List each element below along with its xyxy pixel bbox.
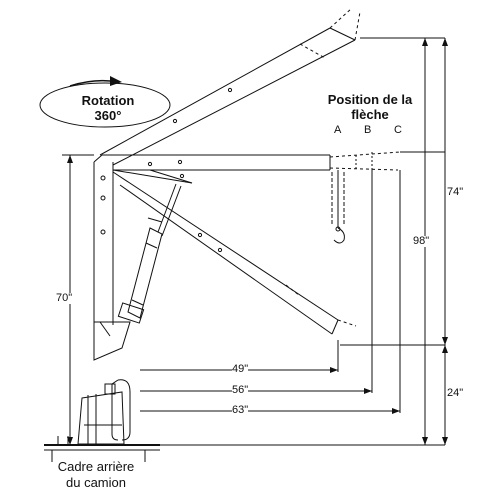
position-b-label: B: [364, 124, 372, 136]
dimension-56-label: 56": [232, 384, 249, 396]
rotation-label: Rotation 360°: [72, 94, 144, 122]
position-c-label: C: [394, 124, 402, 136]
dimension-24-label: 24": [447, 387, 464, 399]
dimension-70-label: 70": [56, 292, 73, 304]
boom-position-a: [102, 152, 400, 183]
truck-frame-label: Cadre arrière du camion: [34, 460, 158, 489]
rotation-line1: Rotation: [81, 93, 135, 108]
pedestal-base: [78, 380, 130, 444]
mast-column: [94, 155, 130, 360]
boom-position-title: Position de la flèche: [320, 93, 420, 121]
hydraulic-cylinder: [118, 184, 181, 323]
dimension-49-label: 49": [232, 363, 249, 375]
position-title-line2: flèche: [351, 107, 389, 122]
dimension-74-label: 74": [447, 186, 464, 198]
truck-frame-line1: Cadre arrière: [57, 459, 135, 474]
rotation-arrow-icon: [40, 76, 170, 127]
position-title-line1: Position de la: [327, 92, 413, 107]
rotation-line2: 360°: [94, 108, 122, 123]
dimension-98-label: 98": [413, 235, 430, 247]
position-a-label: A: [334, 124, 342, 136]
hook-chain: [332, 170, 344, 243]
truck-frame-line2: du camion: [66, 475, 126, 490]
boom-lowered: [113, 172, 356, 334]
dimension-63-label: 63": [232, 404, 249, 416]
boom-raised: [100, 8, 360, 165]
